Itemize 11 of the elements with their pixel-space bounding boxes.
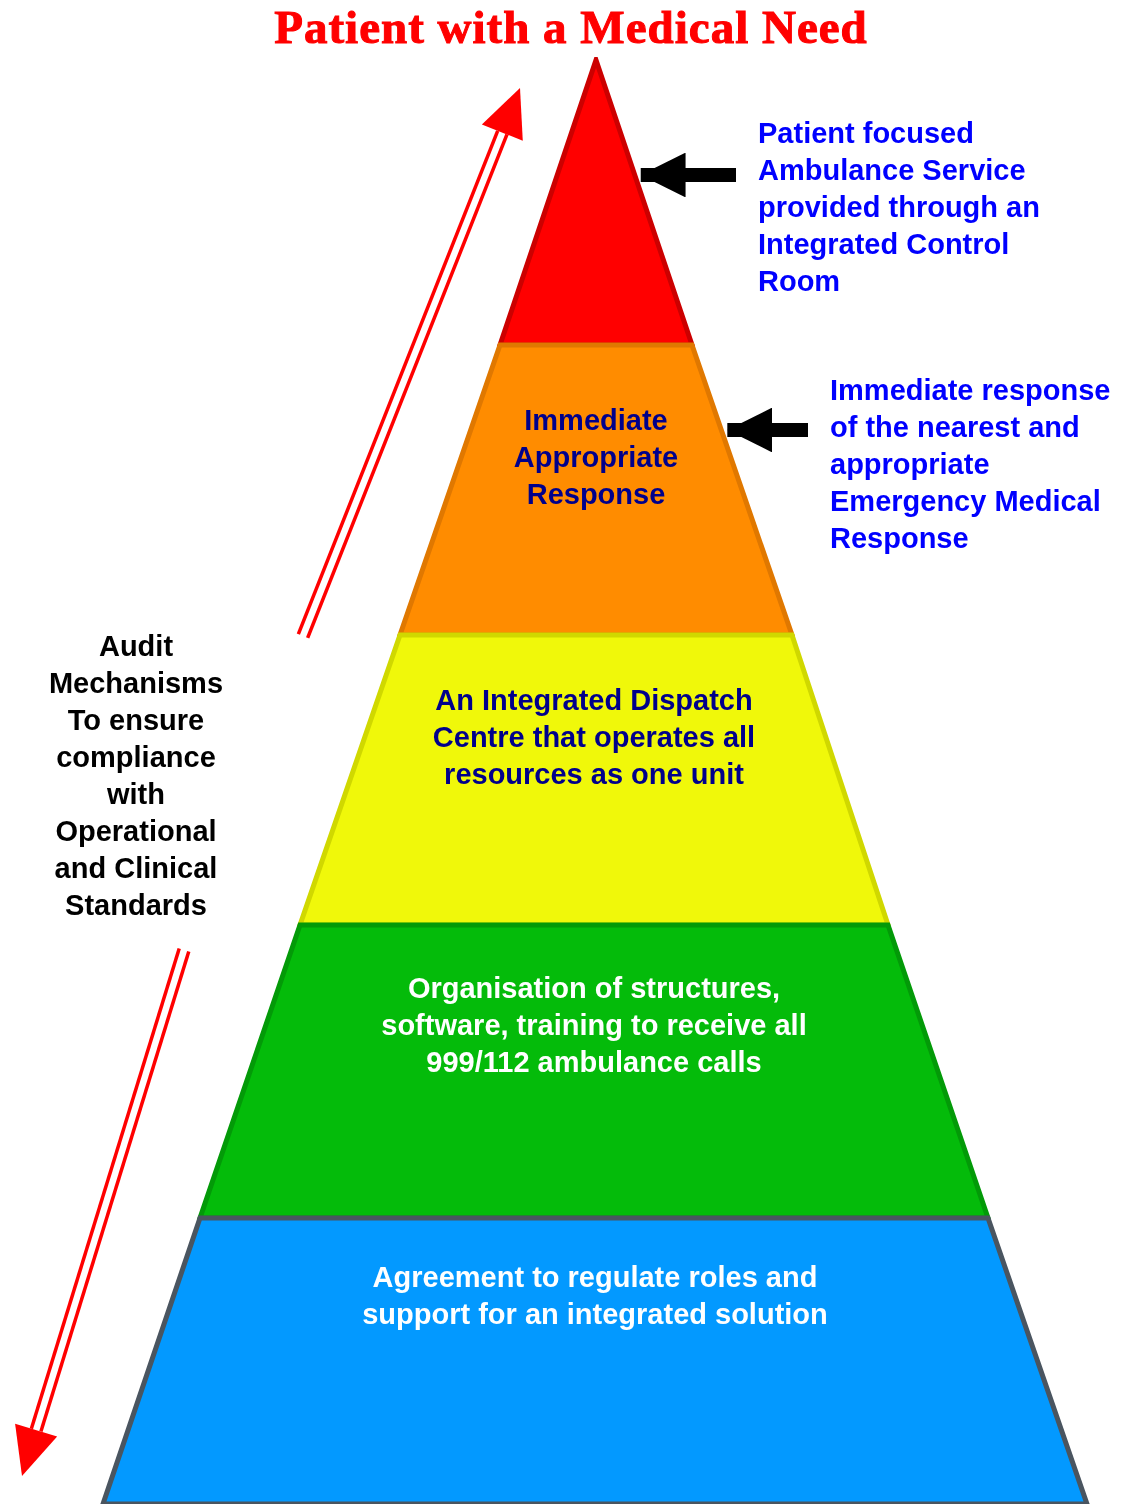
side-caption: Audit Mechanisms To ensure compliance with Operational and Clinical Standards (47, 629, 225, 923)
side-note: Patient focused Ambulance Service provided through an Integrated Control Room (758, 115, 1088, 300)
side-note: Immediate response of the nearest and appropriate Emergency Medical Response (830, 372, 1135, 557)
title: Patient with a Medical Need (273, 0, 869, 54)
arrow (640, 152, 736, 198)
tier-text: Immediate Appropriate Response (512, 403, 680, 512)
pyramid-tier (100, 1215, 1090, 1504)
tier-text: Organisation of structures, software, training to receive all 999/112 ambulance calls (380, 971, 808, 1080)
tier-text: An Integrated Dispatch Centre that operates all resources as one unit (431, 683, 757, 792)
arrow (727, 407, 808, 453)
tier-text: Agreement to regulate roles and support for an integrated solution (361, 1260, 829, 1332)
